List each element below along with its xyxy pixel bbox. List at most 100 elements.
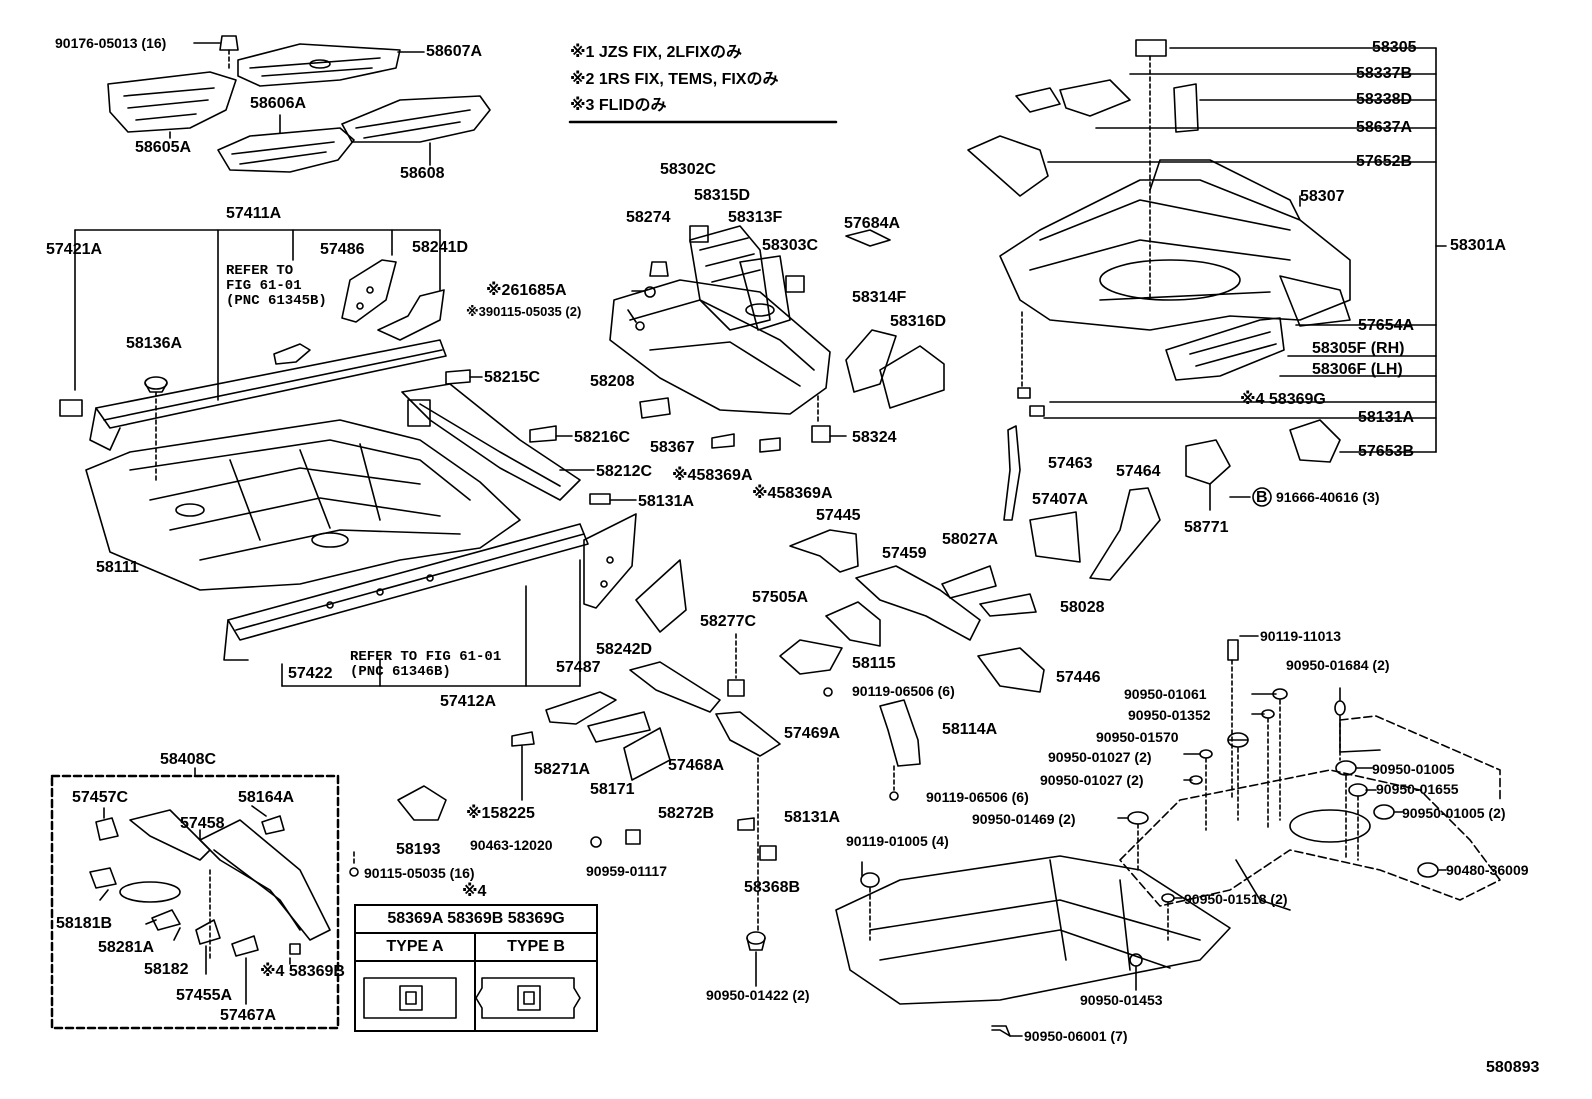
- bracket-57684A: [845, 229, 891, 247]
- label-58301A: 58301A: [1450, 237, 1507, 254]
- label-90950-01027-b: 90950-01027 (2): [1040, 772, 1144, 788]
- label-90950-06001: 90950-06001 (7): [1024, 1028, 1128, 1044]
- note-2: ※2 1RS FIX, TEMS, FIXのみ: [570, 71, 779, 88]
- inset-leaders: [99, 805, 291, 1005]
- bracket-57486: [341, 259, 397, 323]
- label-90959-01117: 90959-01117: [586, 863, 667, 879]
- label-90950-01684: 90950-01684 (2): [1286, 657, 1390, 673]
- label-58302C: 58302C: [660, 161, 717, 178]
- label-90950-01061: 90950-01061: [1124, 686, 1207, 702]
- front-floor-58111: [85, 419, 521, 591]
- label-57455A: 57455A: [176, 987, 233, 1004]
- clip-61685A: [644, 286, 656, 298]
- label-57486: 57486: [320, 241, 365, 258]
- label-58313F: 58313F: [728, 209, 783, 226]
- label-58181B: 58181B: [56, 915, 113, 932]
- label-58368B: 58368B: [744, 879, 801, 896]
- bracket-58028: [979, 593, 1037, 617]
- label-57421A: 57421A: [46, 241, 103, 258]
- bar-57464: [1089, 487, 1161, 581]
- refer-61346B: REFER TO FIG 61-01 (PNC 61346B): [350, 649, 502, 680]
- bolt-90115-16: [349, 867, 359, 877]
- bracket-58771: [1185, 439, 1231, 511]
- bracket-58114A: [879, 699, 921, 791]
- label-58114A: 58114A: [942, 721, 998, 738]
- leaders-rear: [861, 635, 1447, 1037]
- label-58131A-front: 58131A: [638, 493, 695, 510]
- pad-58303C: [785, 275, 805, 293]
- label-58225: ※158225: [466, 805, 535, 822]
- label-57412A: 57412A: [440, 693, 497, 710]
- label-58607A: 58607A: [426, 43, 483, 60]
- label-58637A: 58637A: [1356, 119, 1413, 136]
- center-floor-58208: [609, 279, 831, 415]
- bolt-90119-06506a: [823, 687, 833, 697]
- label-58215C: 58215C: [484, 369, 541, 386]
- clip-58131A: [589, 493, 611, 505]
- side-rail-upper: [59, 339, 447, 451]
- label-57459: 57459: [882, 545, 927, 562]
- clip-58369A-b: [759, 437, 781, 453]
- label-58306F: 58306F (LH): [1312, 361, 1403, 378]
- label-90950-01655: 90950-01655: [1376, 781, 1459, 797]
- bracket-57653B: [1289, 419, 1341, 463]
- bracket-57652B: [967, 135, 1049, 197]
- label-58027A: 58027A: [942, 531, 999, 548]
- panel-58606A: [217, 127, 355, 173]
- label-57652B: 57652B: [1356, 153, 1413, 170]
- clip-58305: [1135, 39, 1167, 301]
- label-57446: 57446: [1056, 669, 1101, 686]
- label-58408C: 58408C: [160, 751, 217, 768]
- table-header: 58369A 58369B 58369G: [356, 906, 596, 934]
- label-58271A: 58271A: [534, 761, 591, 778]
- bracket-58316D: [879, 345, 945, 409]
- label-57505A: 57505A: [752, 589, 809, 606]
- label-90950-01453: 90950-01453: [1080, 992, 1163, 1008]
- label-58316D: 58316D: [890, 313, 947, 330]
- label-57411A: 57411A: [226, 205, 282, 222]
- label-58208: 58208: [590, 373, 635, 390]
- label-58305F: 58305F (RH): [1312, 340, 1405, 357]
- clip-58225: [511, 731, 535, 747]
- label-57654A: 57654A: [1358, 317, 1415, 334]
- figure-number: 580893: [1486, 1059, 1540, 1076]
- bar-57469A: [715, 711, 781, 757]
- label-90950-01352: 90950-01352: [1128, 707, 1211, 723]
- bolt-90119-06506b: [889, 791, 899, 801]
- label-90480-36009: 90480-36009: [1446, 862, 1529, 878]
- label-90176-05013: 90176-05013 (16): [55, 35, 167, 51]
- bolt-circle-B: [1252, 487, 1272, 507]
- label-58303C: 58303C: [762, 237, 819, 254]
- label-57445: 57445: [816, 507, 861, 524]
- bracket-57412A: [281, 559, 581, 687]
- label-57457C: 57457C: [72, 789, 129, 806]
- bracket-58272B: [623, 727, 671, 781]
- label-90119-01005: 90119-01005 (4): [846, 833, 949, 849]
- clip-58131A-rear: [1029, 405, 1045, 417]
- label-90119-06506-a: 90119-06506 (6): [852, 683, 955, 699]
- bracket-58271A: [545, 691, 617, 725]
- label-58212C: 58212C: [596, 463, 653, 480]
- label-58305: 58305: [1372, 39, 1417, 56]
- refer-61345B: REFER TO FIG 61-01 (PNC 61345B): [226, 263, 327, 309]
- table-type-a: TYPE A: [356, 934, 476, 962]
- label-58241D: 58241D: [412, 239, 469, 256]
- clip-58368B: [759, 845, 777, 861]
- clip-90176: [219, 35, 239, 71]
- label-58164A: 58164A: [238, 789, 295, 806]
- type-b-clip-icon: [475, 977, 581, 1019]
- label-90950-01570: 90950-01570: [1096, 729, 1179, 745]
- bracket-58337B: [1015, 79, 1131, 117]
- bar-57468A: [629, 661, 721, 713]
- bracket-58171: [587, 711, 651, 743]
- label-58131A-mid: 58131A: [784, 809, 841, 826]
- bracket-58242D: [635, 559, 687, 633]
- bracket-57446: [977, 647, 1045, 693]
- label-90950-01005-2: 90950-01005 (2): [1402, 805, 1506, 821]
- bracket-58314F: [845, 329, 897, 393]
- label-58324: 58324: [852, 429, 897, 446]
- bracket-57407A: [1029, 511, 1081, 563]
- label-90950-01422: 90950-01422 (2): [706, 987, 810, 1003]
- label-58193: 58193: [396, 841, 441, 858]
- panel-58607A: [237, 43, 401, 87]
